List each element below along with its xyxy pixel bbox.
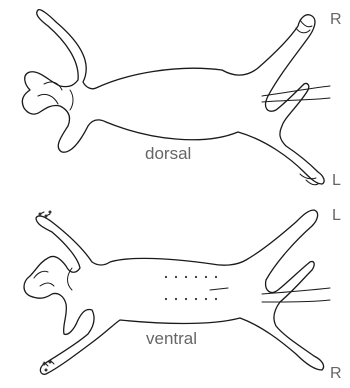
ventral-bottom-side-label: R: [330, 366, 342, 382]
marker-dot: [185, 276, 187, 278]
dorsal-view-label: dorsal: [145, 145, 191, 162]
dorsal-top-side-label: R: [330, 12, 342, 28]
marker-dot: [185, 298, 187, 300]
marker-dot: [195, 276, 197, 278]
ventral-body-outline: [24, 210, 330, 374]
marker-dot: [215, 276, 217, 278]
marker-dot: [165, 298, 167, 300]
ventral-view-label: ventral: [146, 330, 197, 347]
marker-dot: [215, 298, 217, 300]
paw-markers: [39, 211, 52, 372]
marker-dot: [175, 276, 177, 278]
marker-dot: [205, 276, 207, 278]
ventral-top-side-label: L: [332, 208, 341, 224]
ventral-injection-markers: [165, 276, 217, 300]
marker-dot: [165, 276, 167, 278]
marker-dot: [205, 298, 207, 300]
marker-dot: [175, 298, 177, 300]
marker-dot: [195, 298, 197, 300]
dorsal-bottom-side-label: L: [332, 173, 341, 189]
